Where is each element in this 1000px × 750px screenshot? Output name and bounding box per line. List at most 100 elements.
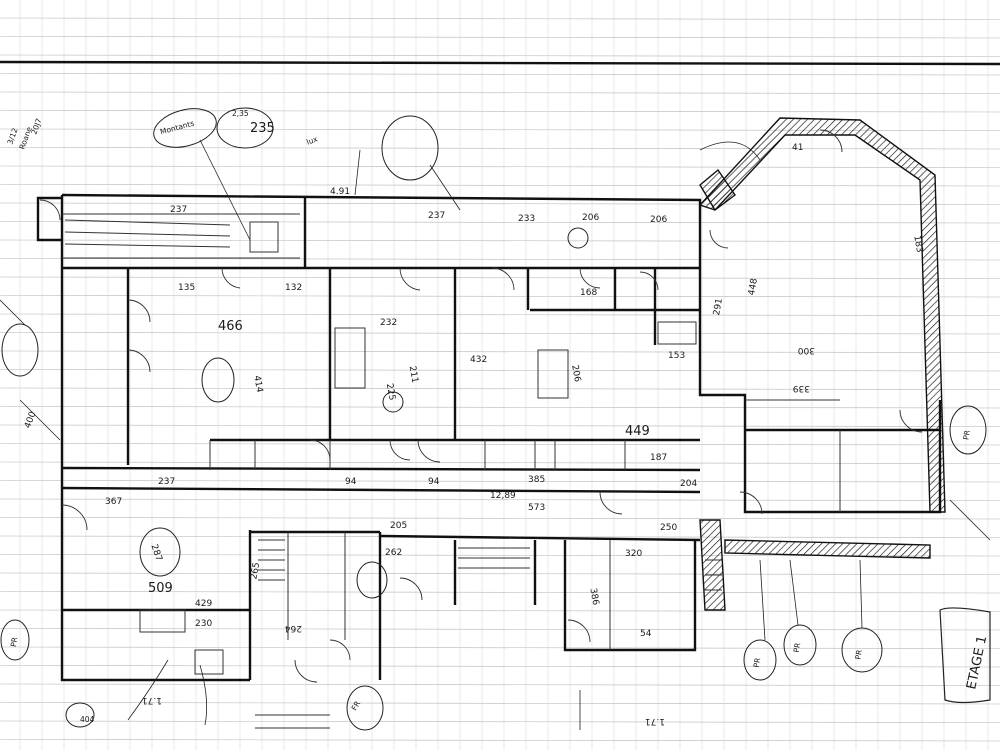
hatched-corner-wall xyxy=(699,168,736,212)
grid-line xyxy=(0,424,1000,427)
grid-line xyxy=(0,276,1000,279)
dimension-label: 432 xyxy=(470,355,487,365)
dimension-label: 573 xyxy=(528,503,545,513)
grid-line xyxy=(0,572,1000,575)
dimension-label: 320 xyxy=(625,549,642,559)
dimension-label: 168 xyxy=(580,288,597,298)
dimension-label: 291 xyxy=(712,298,725,317)
circled-note: PR xyxy=(9,636,20,647)
grid-line xyxy=(0,17,1000,20)
grid-line xyxy=(0,54,1000,57)
dimension-label: 230 xyxy=(195,619,212,629)
dimension-label: 94 xyxy=(345,477,357,487)
dimension-label: 509 xyxy=(148,581,173,596)
margin-note-1: 3/12 xyxy=(5,127,19,146)
grid-line xyxy=(0,110,1000,113)
dimension-label: 264 xyxy=(285,623,302,633)
margin-notes: 3/12 Roane 20J7 xyxy=(5,117,43,151)
grid-line xyxy=(0,683,1000,686)
door-swings xyxy=(39,129,923,683)
circled-note-shapes xyxy=(0,107,987,731)
dimension-label: 235 xyxy=(250,121,275,136)
grid-line xyxy=(0,628,1000,631)
grid-line xyxy=(0,147,1000,150)
outer-walls xyxy=(36,117,946,682)
dimension-label: 1.71 xyxy=(645,716,665,726)
grid-line xyxy=(0,591,1000,594)
grid-line xyxy=(0,221,1000,224)
dimension-label: 54 xyxy=(640,629,652,639)
grid-line xyxy=(0,480,1000,483)
dimension-label: 237 xyxy=(428,211,445,221)
margin-note-3: 20J7 xyxy=(29,117,43,136)
dimension-label: 1.71 xyxy=(142,695,162,705)
grid-line xyxy=(0,665,1000,668)
leader-lines xyxy=(0,139,991,730)
hatched-lower-right-wall xyxy=(724,539,931,559)
hatched-stair-wall xyxy=(699,519,726,611)
dimension-label: 400 xyxy=(23,410,38,430)
dimension-label: 204 xyxy=(680,479,697,489)
dimension-label: 205 xyxy=(390,521,407,531)
circled-note: PR xyxy=(961,429,972,440)
circled-note: 2,35 xyxy=(232,109,249,118)
grid-line xyxy=(0,258,1000,261)
dimension-label: 429 xyxy=(195,599,212,609)
circled-note: PR xyxy=(792,642,803,653)
grid-line xyxy=(0,406,1000,409)
dimension-label: 135 xyxy=(178,283,195,293)
dimension-label: 183 xyxy=(911,235,924,254)
circled-note: FR xyxy=(350,699,363,712)
dimension-label: 153 xyxy=(668,351,685,361)
interior-walls-middle xyxy=(61,399,940,512)
grid-line xyxy=(0,350,1000,353)
grid-line xyxy=(0,720,1000,723)
dimension-label: 94 xyxy=(428,477,440,487)
dimension-label: 339 xyxy=(793,383,810,393)
dimension-label: 367 xyxy=(105,497,122,507)
dimension-label: 262 xyxy=(385,548,402,558)
hatched-tower-wall xyxy=(698,117,946,513)
grid-line xyxy=(0,184,1000,187)
grid-line xyxy=(0,332,1000,335)
dimension-label: 449 xyxy=(625,424,650,439)
dimension-label: 132 xyxy=(285,283,302,293)
circled-note: PR xyxy=(752,657,763,668)
dimension-label: 250 xyxy=(660,523,677,533)
grid-line xyxy=(0,202,1000,205)
interior-walls-lower xyxy=(62,519,931,729)
title-block: ETAGE 1 xyxy=(939,607,991,704)
grid-line xyxy=(0,702,1000,705)
dimension-label: 225 xyxy=(384,383,397,402)
circled-note: Montants xyxy=(159,119,195,137)
dimension-label: 232 xyxy=(380,318,397,328)
dimension-label: 385 xyxy=(528,475,545,485)
grid-line xyxy=(0,313,1000,316)
grid-line xyxy=(0,295,1000,298)
grid-line xyxy=(0,36,1000,39)
grid-line xyxy=(0,517,1000,520)
dimension-label: 206 xyxy=(582,213,599,223)
grid-line xyxy=(0,239,1000,242)
grid-line xyxy=(0,387,1000,390)
dimension-label: 206 xyxy=(569,364,582,383)
circled-note: PR xyxy=(853,649,864,660)
dimension-label: 448 xyxy=(747,277,760,296)
circled-note: lux xyxy=(305,134,319,147)
dimension-label: 4.91 xyxy=(330,187,350,197)
grid-line xyxy=(0,739,1000,742)
grid-line xyxy=(0,498,1000,501)
dimension-label: 237 xyxy=(158,477,175,487)
dimension-label: 287 xyxy=(148,543,163,563)
top-rule xyxy=(0,60,1000,66)
dimension-label: 404 xyxy=(80,715,95,724)
grid-line xyxy=(0,91,1000,94)
dimension-label: 187 xyxy=(650,453,667,463)
dimension-label: 386 xyxy=(587,587,600,606)
grid-line xyxy=(0,646,1000,649)
dimension-label: 12,89 xyxy=(490,491,516,501)
dimension-label: 300 xyxy=(798,345,815,355)
dimension-label: 265 xyxy=(249,562,262,581)
